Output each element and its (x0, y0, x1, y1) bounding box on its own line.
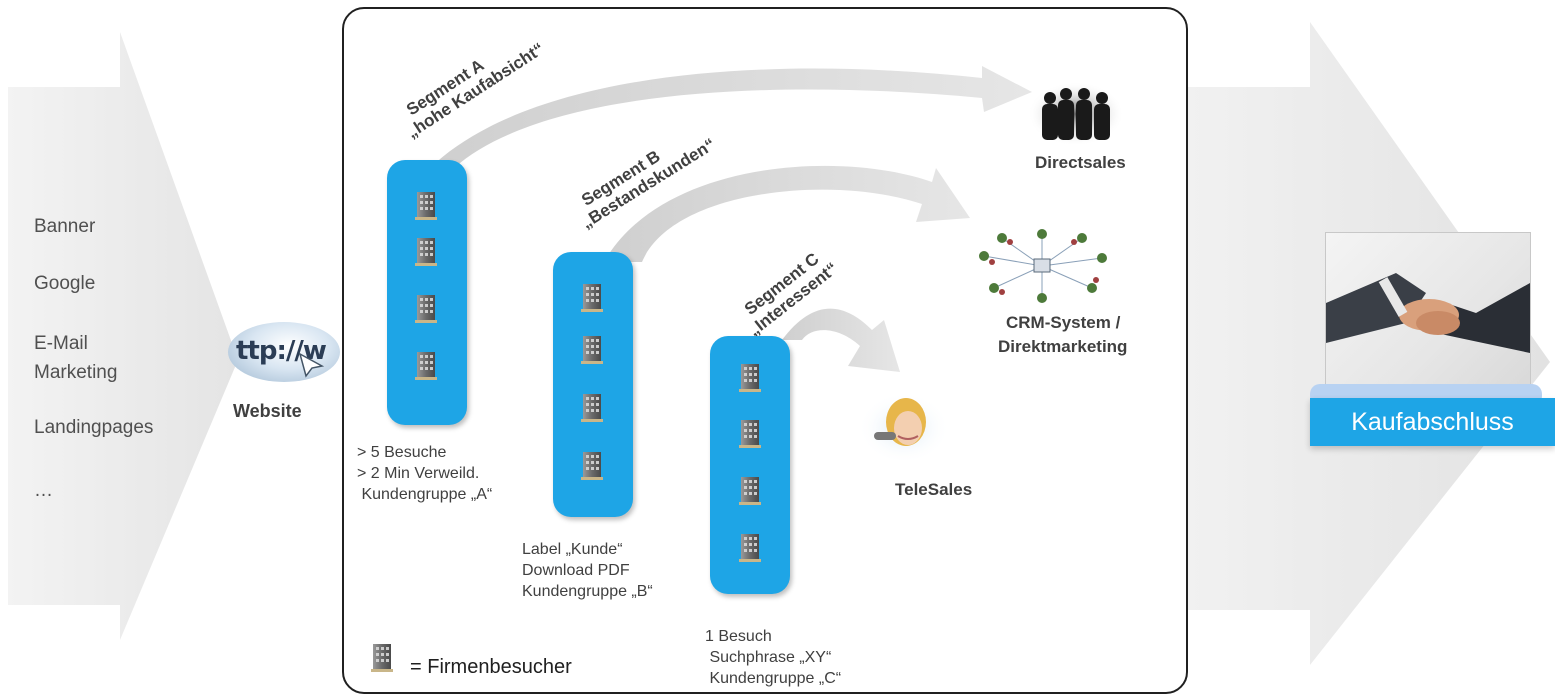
crm-label-line2: Direktmarketing (998, 337, 1128, 356)
building-icon (414, 190, 438, 220)
building-icon (738, 532, 762, 562)
criteria-line: 1 Besuch (705, 628, 772, 645)
criteria-line: Suchphrase „XY“ (705, 649, 832, 666)
building-icon (738, 362, 762, 392)
criteria-line: Kundengruppe „C“ (705, 670, 842, 687)
channel-banner: Banner (34, 216, 96, 237)
criteria-line: Kundengruppe „A“ (357, 486, 493, 503)
legend-building-icon (370, 642, 394, 672)
crm-label-line1: CRM-System / (1006, 313, 1121, 332)
directsales-label: Directsales (1035, 153, 1126, 172)
crm-network-icon (979, 229, 1107, 303)
website-label: Website (233, 401, 302, 421)
handshake-icon (1326, 273, 1530, 353)
website-icon: ttp://w (228, 322, 340, 382)
crm-label: CRM-System / Direktmarketing (998, 311, 1127, 359)
criteria-line: Download PDF (522, 562, 630, 579)
building-icon (580, 392, 604, 422)
segment-a-criteria: > 5 Besuche > 2 Min Verweild. Kundengrup… (357, 442, 492, 505)
channel-more: … (34, 480, 53, 501)
building-icon (738, 418, 762, 448)
building-icon (580, 282, 604, 312)
segment-arrows (430, 66, 1032, 372)
cursor-icon (298, 352, 325, 378)
building-icon (414, 293, 438, 323)
kaufabschluss-button[interactable]: Kaufabschluss (1310, 398, 1555, 446)
segment-b-criteria: Label „Kunde“ Download PDF Kundengruppe … (522, 539, 653, 602)
channel-landingpages: Landingpages (34, 417, 154, 438)
channels-chevron (8, 32, 238, 640)
kaufabschluss-label: Kaufabschluss (1351, 407, 1514, 436)
channel-email-marketing: E-Mail Marketing (34, 333, 118, 383)
building-icon (580, 334, 604, 364)
legend-text: = Firmenbesucher (410, 656, 572, 678)
building-icon (414, 236, 438, 266)
segment-c-criteria: 1 Besuch Suchphrase „XY“ Kundengruppe „C… (705, 626, 841, 689)
criteria-line: > 2 Min Verweild. (357, 465, 480, 482)
telesales-agent-icon (858, 392, 950, 464)
criteria-line: > 5 Besuche (357, 444, 447, 461)
building-icon (414, 350, 438, 380)
building-icon (580, 450, 604, 480)
criteria-line: Label „Kunde“ (522, 541, 623, 558)
criteria-line: Kundengruppe „B“ (522, 583, 653, 600)
channel-google: Google (34, 273, 96, 294)
businesspeople-icon (1028, 82, 1124, 144)
telesales-label: TeleSales (895, 480, 973, 499)
handshake-photo (1325, 232, 1531, 399)
building-icon (738, 475, 762, 505)
